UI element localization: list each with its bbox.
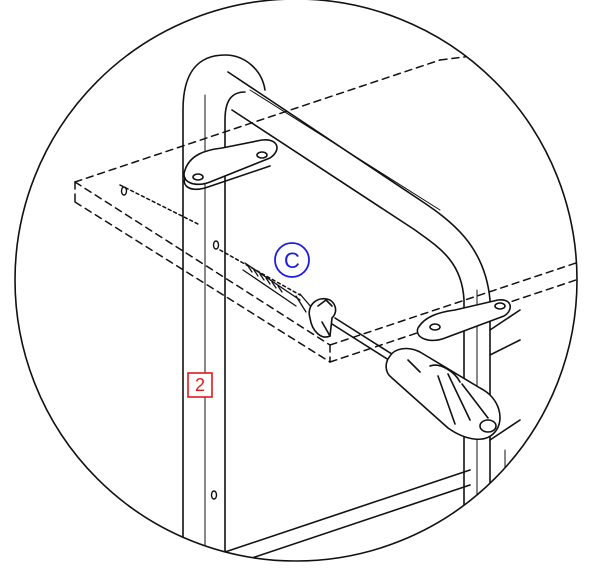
screw-cap-clip (308, 298, 337, 338)
right-side-rail (489, 309, 521, 561)
screw-holes (120, 186, 220, 500)
hardware-callout: C (274, 242, 310, 278)
bracket-plate-top (183, 139, 278, 191)
bottom-rail (224, 469, 471, 561)
screwdriver-shaft (331, 317, 396, 363)
part-callout: 2 (187, 372, 213, 398)
detail-circle-frame (14, 0, 578, 562)
hardware-callout-circle (274, 242, 310, 278)
bracket-plate-right (416, 299, 511, 342)
screw (242, 262, 313, 313)
part-callout-box (187, 372, 213, 398)
part-callout-label: 2 (195, 375, 205, 395)
screwdriver-handle (385, 347, 501, 440)
hardware-callout-label: C (284, 248, 300, 273)
